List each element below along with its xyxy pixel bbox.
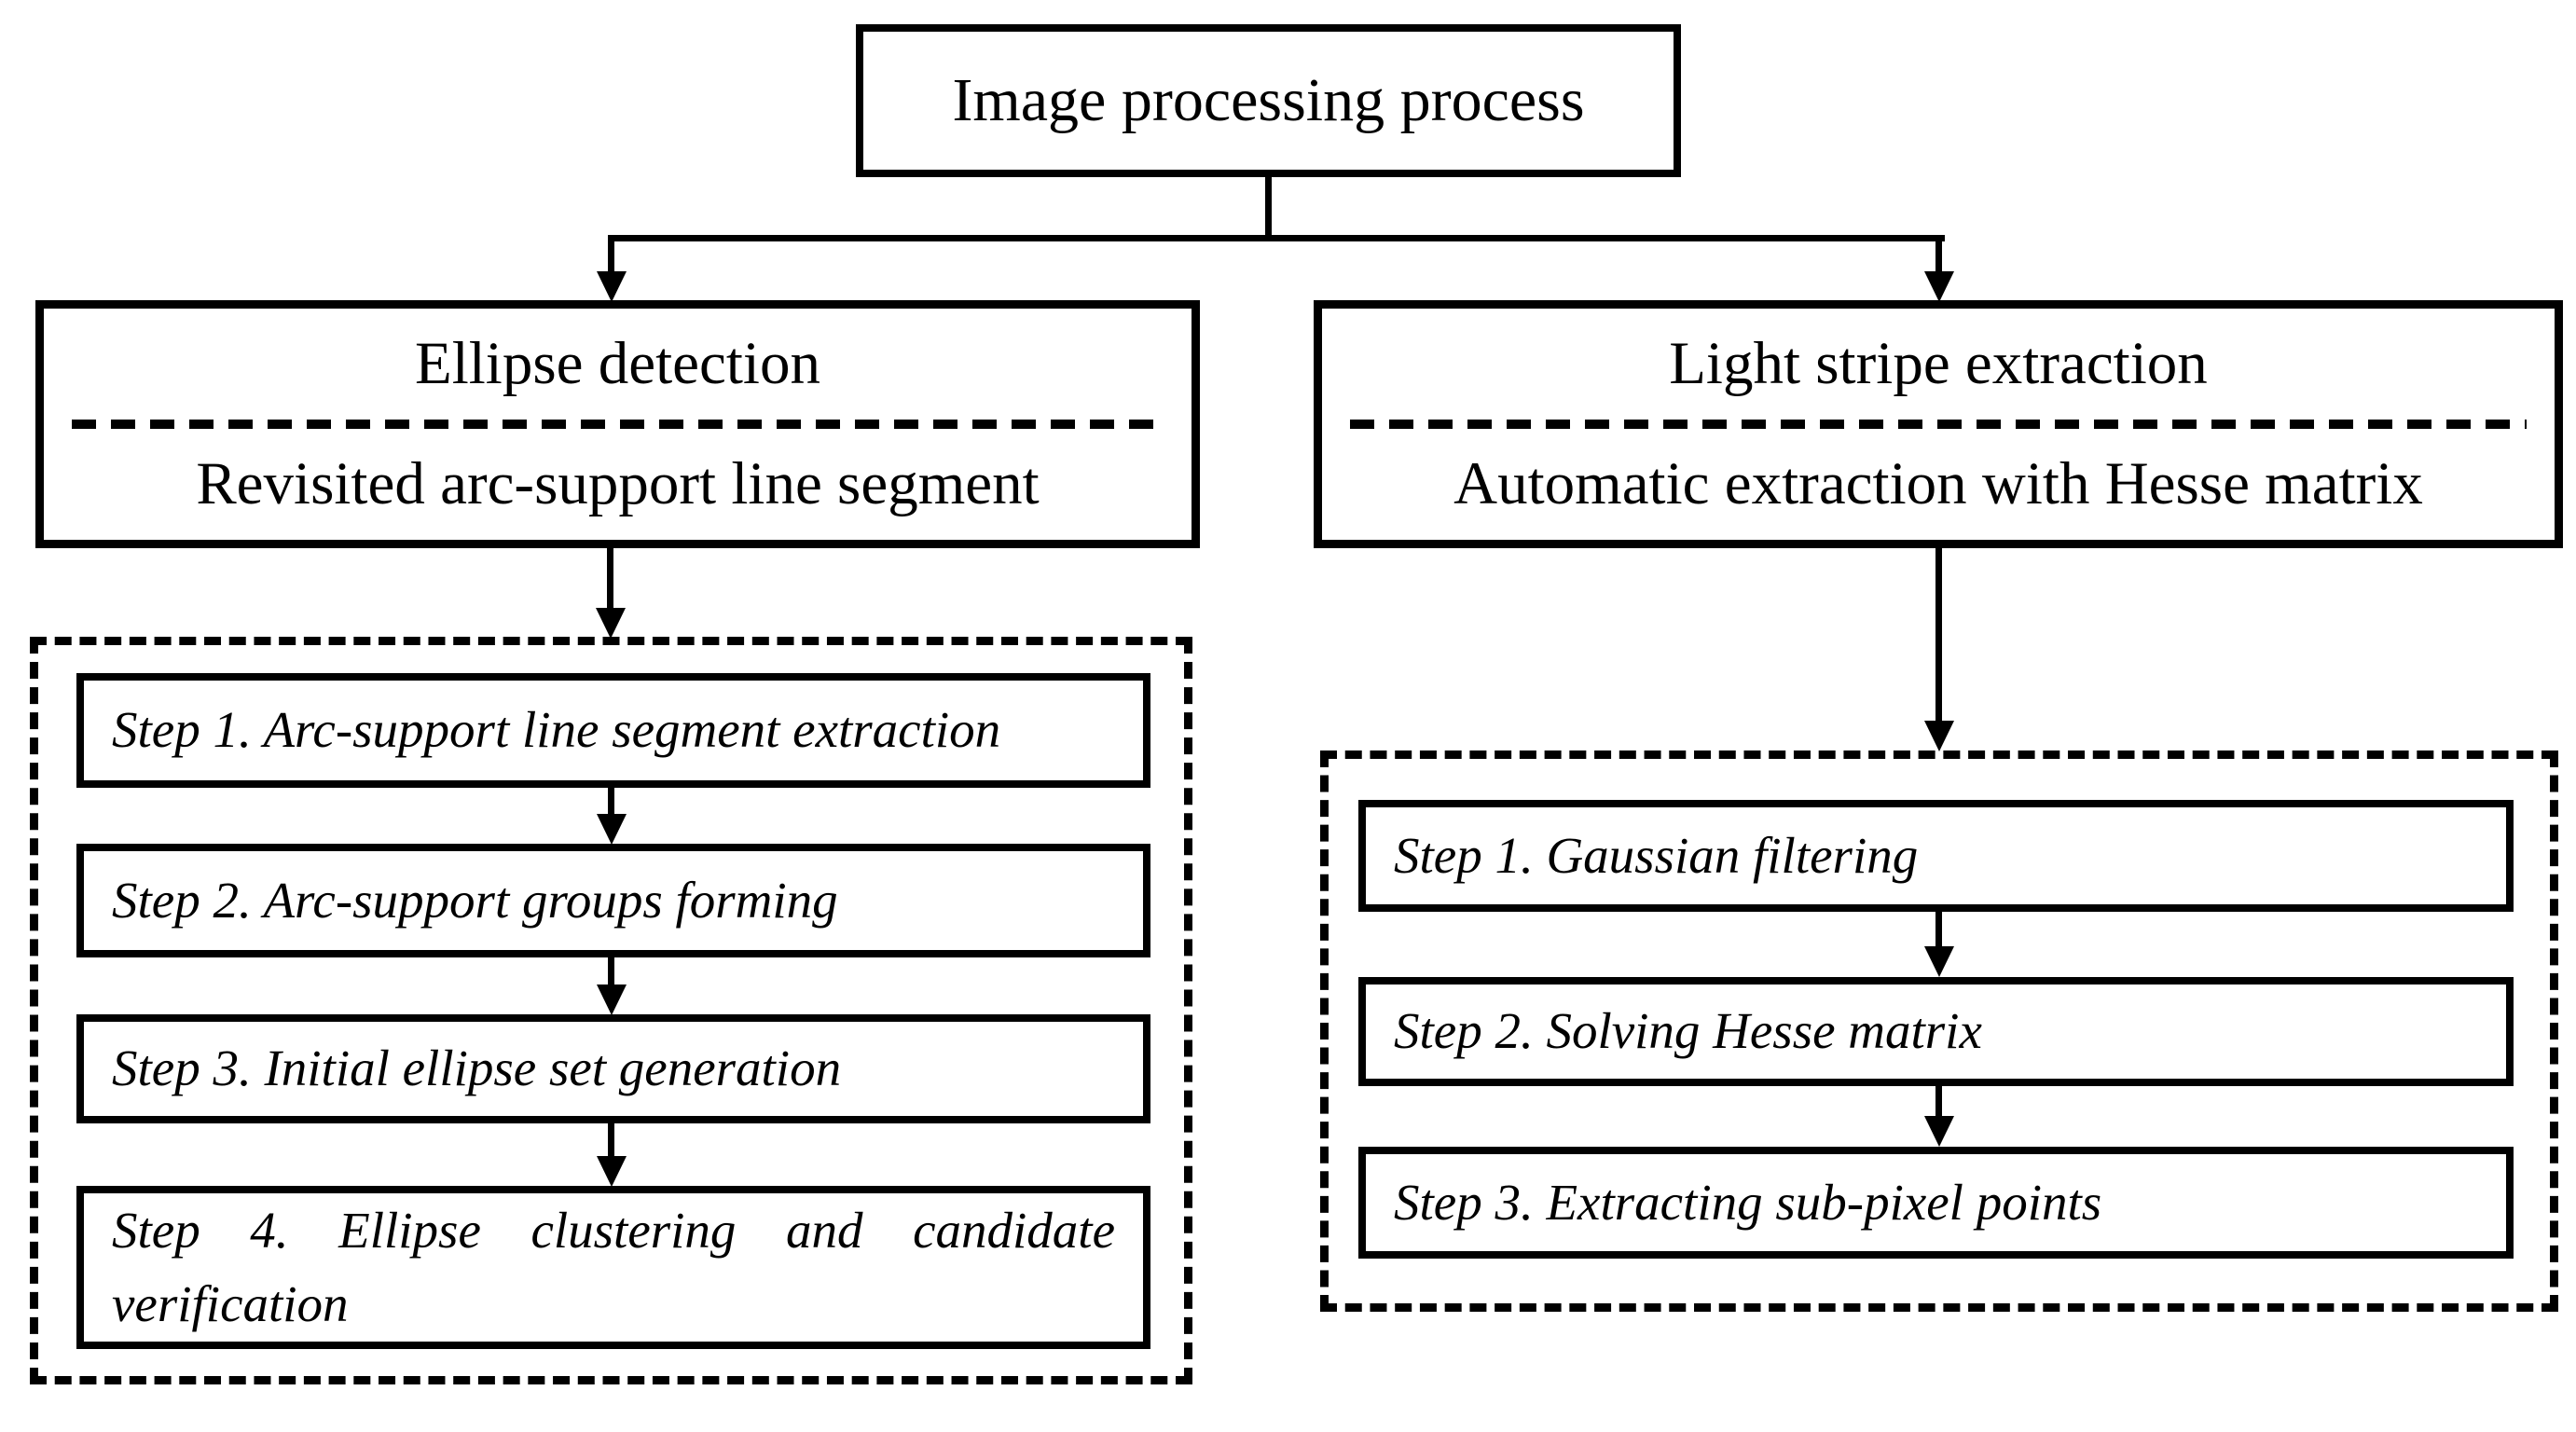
down-arrow-head-left-step4 (597, 1156, 627, 1187)
dashed-divider (72, 420, 1164, 429)
step-label: Step 3. Initial ellipse set generation (112, 1040, 842, 1097)
down-arrow-head-left-step2 (597, 814, 627, 845)
stripe-steps-container (1320, 750, 2558, 1312)
connector-ellipse-header-to-steps (607, 546, 613, 612)
down-arrow-head-ellipse-container (596, 608, 626, 639)
root-node-box: Image processing process (856, 24, 1681, 177)
step-label: Step 2. Solving Hesse matrix (1394, 1002, 1982, 1060)
step-box-solving-hesse: Step 2. Solving Hesse matrix (1358, 977, 2514, 1086)
branch-subheading-ellipse-detection: Revisited arc-support line segment (196, 450, 1040, 517)
diagram-title: Image processing process (952, 66, 1585, 134)
step-label: Step 4. Ellipse clustering and candidate… (112, 1202, 1115, 1332)
branch-heading-row: Ellipse detection (44, 309, 1192, 420)
down-arrow-head-left-branch (597, 271, 627, 302)
branch-heading-ellipse-detection: Ellipse detection (414, 330, 820, 397)
down-arrow-head-left-step3 (597, 984, 627, 1015)
connector-right-step2-step3 (1935, 1086, 1942, 1118)
dashed-divider (1350, 420, 2527, 429)
connector-split-bar (608, 235, 1945, 241)
down-arrow-head-stripe-container (1924, 721, 1954, 751)
step-box-arc-support-groups: Step 2. Arc-support groups forming (76, 844, 1150, 957)
branch-heading-row: Light stripe extraction (1322, 309, 2555, 420)
step-label: Step 1. Gaussian filtering (1394, 826, 1919, 884)
down-arrow-head-right-step2 (1924, 946, 1954, 977)
step-label: Step 1. Arc-support line segment extract… (112, 701, 1001, 759)
connector-right-step1-step2 (1935, 912, 1942, 949)
step-box-initial-ellipse-set: Step 3. Initial ellipse set generation (76, 1014, 1150, 1123)
down-arrow-head-right-step3 (1924, 1116, 1954, 1147)
down-arrow-head-right-branch (1924, 271, 1954, 302)
connector-left-drop (608, 235, 614, 276)
step-box-arc-support-extraction: Step 1. Arc-support line segment extract… (76, 673, 1150, 788)
branch-heading-light-stripe: Light stripe extraction (1669, 330, 2208, 397)
branch-subheading-light-stripe: Automatic extraction with Hesse matrix (1453, 450, 2423, 517)
connector-left-step1-step2 (608, 788, 614, 818)
connector-root-stem (1265, 175, 1272, 239)
step-label: Step 2. Arc-support groups forming (112, 871, 838, 929)
connector-left-step3-step4 (608, 1123, 614, 1157)
connector-left-step2-step3 (608, 957, 614, 987)
branch-header-ellipse-detection: Ellipse detection Revisited arc-support … (35, 300, 1200, 548)
step-box-extracting-subpixel: Step 3. Extracting sub-pixel points (1358, 1147, 2514, 1259)
step-box-gaussian-filtering: Step 1. Gaussian filtering (1358, 800, 2514, 912)
connector-stripe-header-to-steps (1935, 546, 1942, 723)
step-box-ellipse-clustering: Step 4. Ellipse clustering and candidate… (76, 1186, 1150, 1349)
branch-subheading-row: Automatic extraction with Hesse matrix (1322, 429, 2555, 540)
ellipse-steps-container (30, 637, 1192, 1384)
step-label: Step 3. Extracting sub-pixel points (1394, 1173, 2102, 1231)
connector-right-drop (1935, 235, 1942, 276)
branch-header-light-stripe: Light stripe extraction Automatic extrac… (1314, 300, 2563, 548)
branch-subheading-row: Revisited arc-support line segment (44, 429, 1192, 540)
